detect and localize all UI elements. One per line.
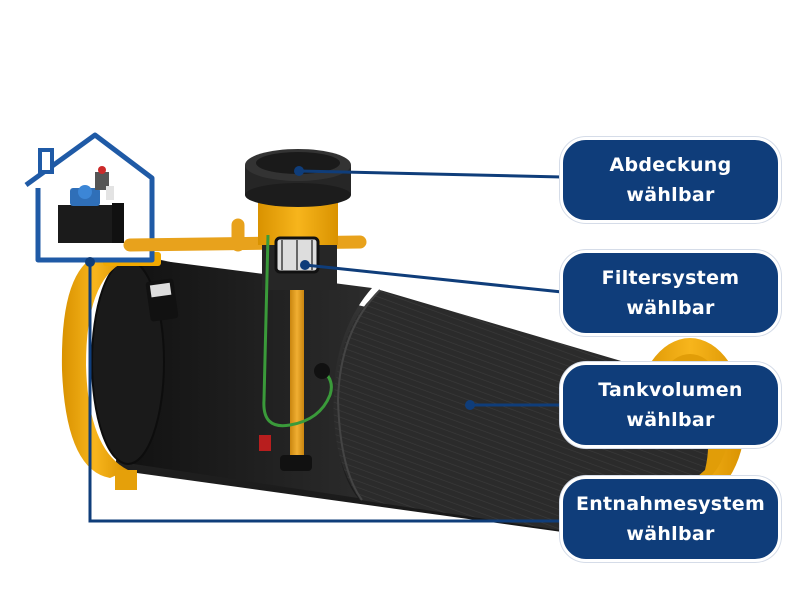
pump-icon <box>58 166 124 243</box>
callout-abdeckung: Abdeckung wählbar <box>560 137 781 223</box>
leader-lines <box>298 169 563 410</box>
callout-abdeckung-subtitle: wählbar <box>626 184 715 206</box>
callout-tankvolumen-subtitle: wählbar <box>626 409 715 431</box>
callout-abdeckung-title: Abdeckung <box>609 154 732 176</box>
filter-icon <box>274 236 320 274</box>
callout-tankvolumen-title: Tankvolumen <box>598 379 743 401</box>
tank-lid-icon <box>245 149 351 245</box>
wall-bracket <box>145 278 179 322</box>
callout-entnahmesystem: Entnahmesystem wählbar <box>560 476 781 562</box>
callout-filtersystem: Filtersystem wählbar <box>560 250 781 336</box>
callout-filtersystem-title: Filtersystem <box>601 267 740 289</box>
callout-entnahmesystem-subtitle: wählbar <box>626 523 715 545</box>
callout-entnahmesystem-title: Entnahmesystem <box>575 493 766 515</box>
callout-filtersystem-subtitle: wählbar <box>626 297 715 319</box>
leader-house-to-entnahme <box>88 262 560 523</box>
hose <box>262 234 333 428</box>
house-icon <box>24 132 155 263</box>
callout-tankvolumen: Tankvolumen wählbar <box>560 362 781 448</box>
